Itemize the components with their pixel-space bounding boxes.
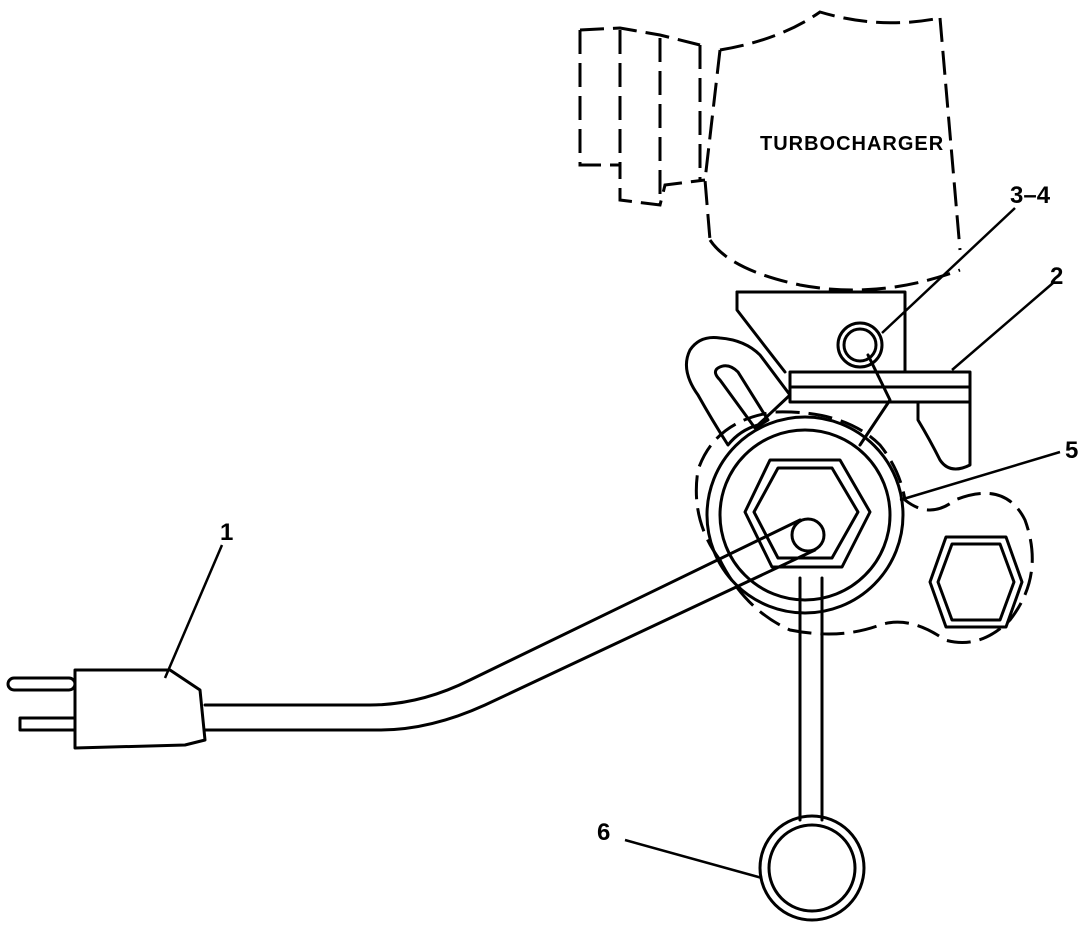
power-cord-1: [6, 517, 826, 750]
turbocharger-label: TURBOCHARGER: [760, 133, 944, 155]
slotted-strap: [684, 336, 792, 447]
thermocouple-boss-5: [694, 353, 1034, 644]
turbocharger-housing: [578, 10, 962, 292]
callout-6: 6: [597, 819, 610, 846]
bracket-2: [788, 370, 972, 471]
callout-1: 1: [220, 519, 233, 546]
callout-3-4: 3–4: [1010, 182, 1051, 209]
mounting-boss: [735, 290, 907, 374]
callout-2: 2: [1050, 263, 1063, 290]
callout-5: 5: [1065, 437, 1078, 464]
thermocouple-lead-6: [758, 576, 866, 922]
bolt-3-4: [836, 321, 884, 369]
leader-lines: [163, 207, 1061, 880]
